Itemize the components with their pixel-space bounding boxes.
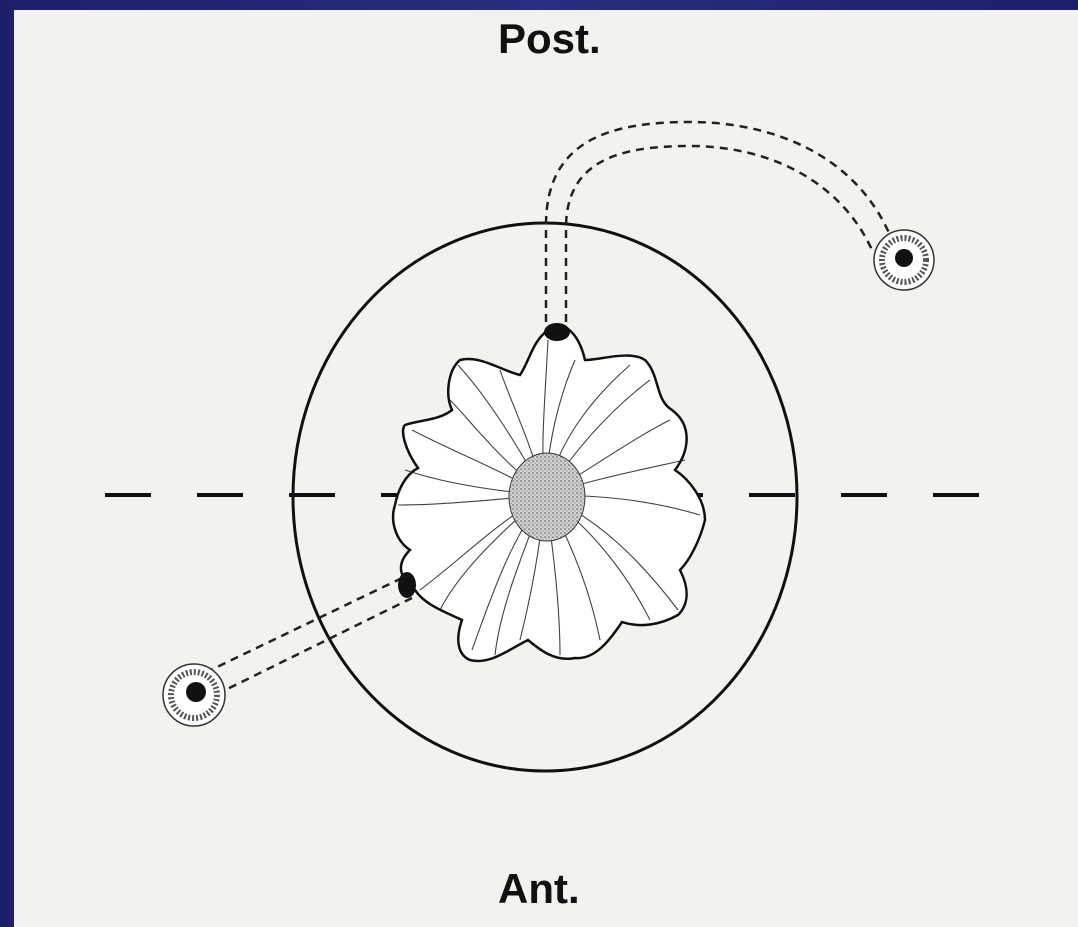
anterior-label: Ant. [498,868,580,910]
dashed-tract-lower-inner [205,598,412,700]
port-left [398,572,416,598]
exit-site-upper-right [874,230,934,290]
port-upper [544,323,570,341]
dashed-tract-lower [190,578,402,680]
stippled-core [509,453,585,541]
dashed-tract-upper [546,122,892,322]
exit-site-lower-left [163,664,225,726]
posterior-label: Post. [498,18,601,60]
